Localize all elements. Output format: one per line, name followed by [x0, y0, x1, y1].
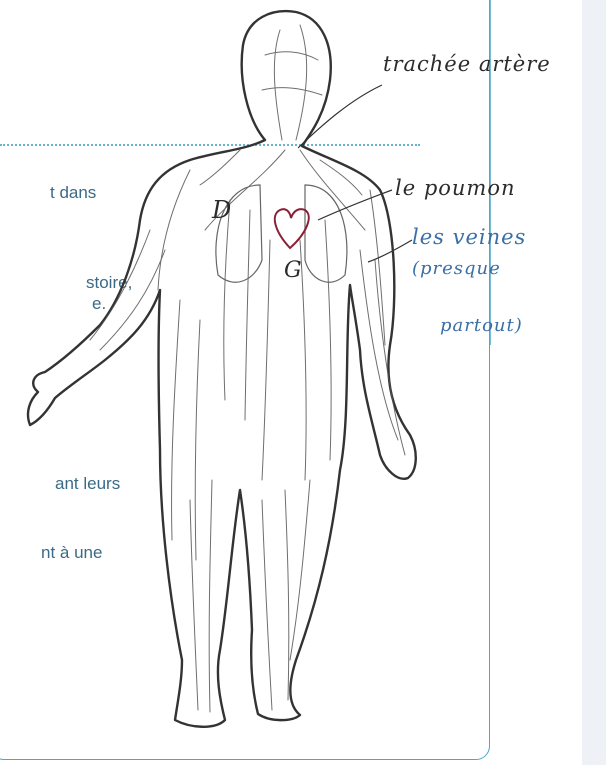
annotation-veins-line1: les veines: [412, 225, 526, 249]
annotation-trachea: trachée artère: [383, 52, 551, 76]
annotation-veins-line3: partout): [440, 315, 523, 336]
lung-letter-right: D: [212, 196, 232, 224]
lung-letter-left: G: [284, 258, 303, 283]
heart-drawing: [275, 209, 309, 248]
annotation-veins-line2: (presque: [412, 258, 501, 279]
body-silhouette: [28, 11, 416, 727]
annotation-lung: le poumon: [395, 176, 516, 200]
